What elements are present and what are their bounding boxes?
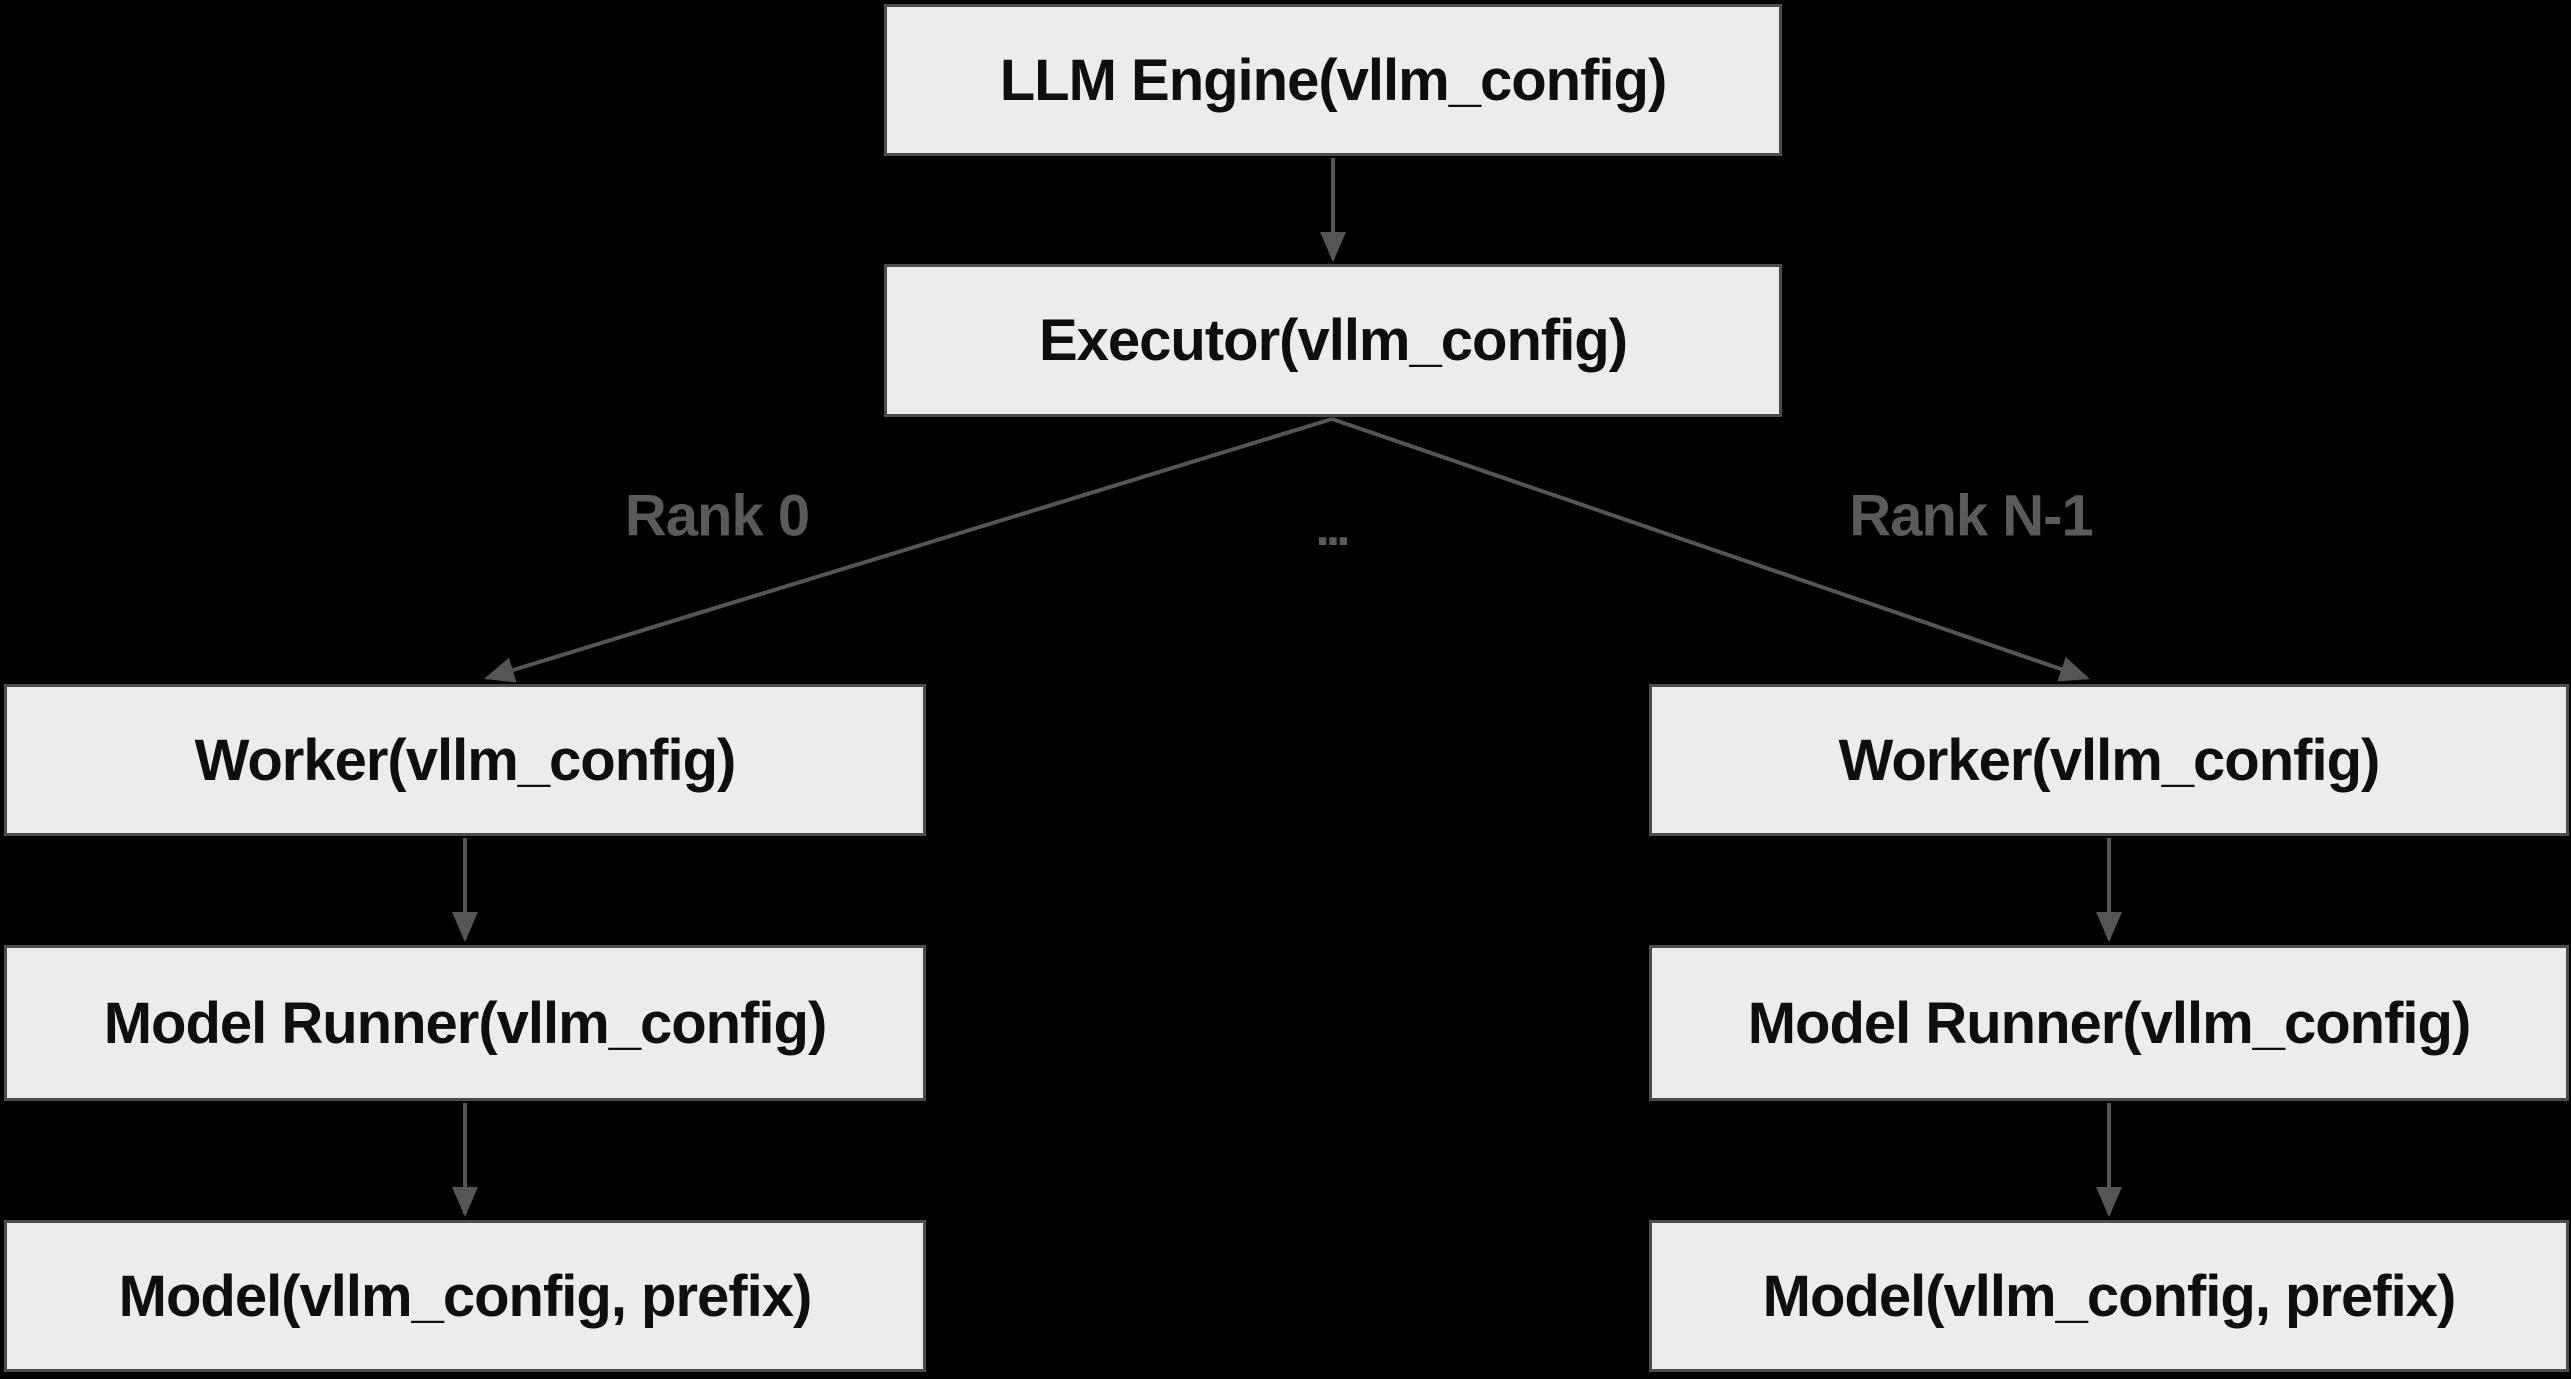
node-model-left: Model(vllm_config, prefix) <box>4 1220 926 1372</box>
node-model-right: Model(vllm_config, prefix) <box>1649 1220 2569 1372</box>
edge-label-ellipsis: ... <box>1311 498 1351 558</box>
edge-label-rank-n-1: Rank N-1 <box>1839 482 2103 550</box>
node-model-runner-left-label: Model Runner(vllm_config) <box>103 990 828 1056</box>
node-worker-right-label: Worker(vllm_config) <box>1838 727 2381 793</box>
edge-executor-to-worker-right <box>1331 417 2090 682</box>
node-model-runner-right-label: Model Runner(vllm_config) <box>1747 990 2472 1056</box>
node-model-runner-right: Model Runner(vllm_config) <box>1649 945 2569 1101</box>
node-worker-right: Worker(vllm_config) <box>1649 684 2569 836</box>
node-executor-label: Executor(vllm_config) <box>1038 308 1628 373</box>
edge-label-rank-0: Rank 0 <box>614 482 820 550</box>
node-worker-left: Worker(vllm_config) <box>4 684 926 836</box>
node-llm-engine: LLM Engine(vllm_config) <box>884 4 1782 156</box>
node-model-right-label: Model(vllm_config, prefix) <box>1762 1263 2457 1329</box>
node-executor: Executor(vllm_config) <box>884 264 1782 417</box>
node-worker-left-label: Worker(vllm_config) <box>194 727 737 793</box>
edge-executor-to-worker-left <box>484 417 1333 683</box>
node-model-left-label: Model(vllm_config, prefix) <box>118 1263 813 1329</box>
node-model-runner-left: Model Runner(vllm_config) <box>4 945 926 1101</box>
node-llm-engine-label: LLM Engine(vllm_config) <box>999 47 1668 113</box>
